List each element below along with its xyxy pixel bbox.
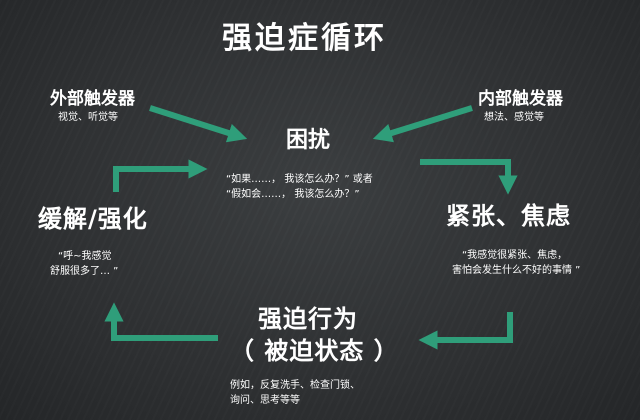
distress-quote-1: “如果……， 我该怎么办？” 或者 [226,174,373,185]
relief-quote-2: 舒服很多了… ” [50,266,119,277]
distress-label: 困扰 [286,128,331,153]
arrow-compulsion-to-relief [104,302,218,341]
anxiety-quote-2: 害怕会发生什么不好的事情 ” [452,265,581,276]
arrow-external-to-distress [149,105,248,143]
arrow-distress-to-anxiety [420,159,518,195]
diagram-title: 强迫症循环 [222,21,387,56]
arrow-relief-to-distress [113,159,208,192]
compulsion-example-2: 询问、思考等等 [230,395,300,406]
external-trigger-detail: 视觉、听觉等 [58,112,118,123]
relief-quote-1: “呼~我感觉 [58,251,112,262]
compulsion-label: 强迫行为 [258,305,358,333]
internal-trigger-detail: 想法、感觉等 [484,112,544,123]
distress-quote-2: “假如会……， 我该怎么办？” [226,189,360,200]
compulsion-sublabel: （ 被迫状态 ） [230,337,399,365]
arrow-anxiety-to-compulsion [418,312,513,350]
external-trigger-label: 外部触发器 [50,89,135,109]
arrow-internal-to-distress [372,105,473,143]
anxiety-label: 紧张、焦虑 [446,202,571,230]
anxiety-quote-1: “我感觉很紧张、焦虑， [462,250,568,261]
compulsion-example-1: 例如，反复洗手、检查门锁、 [230,380,360,391]
internal-trigger-label: 内部触发器 [478,89,563,109]
relief-label: 缓解/强化 [38,205,148,233]
